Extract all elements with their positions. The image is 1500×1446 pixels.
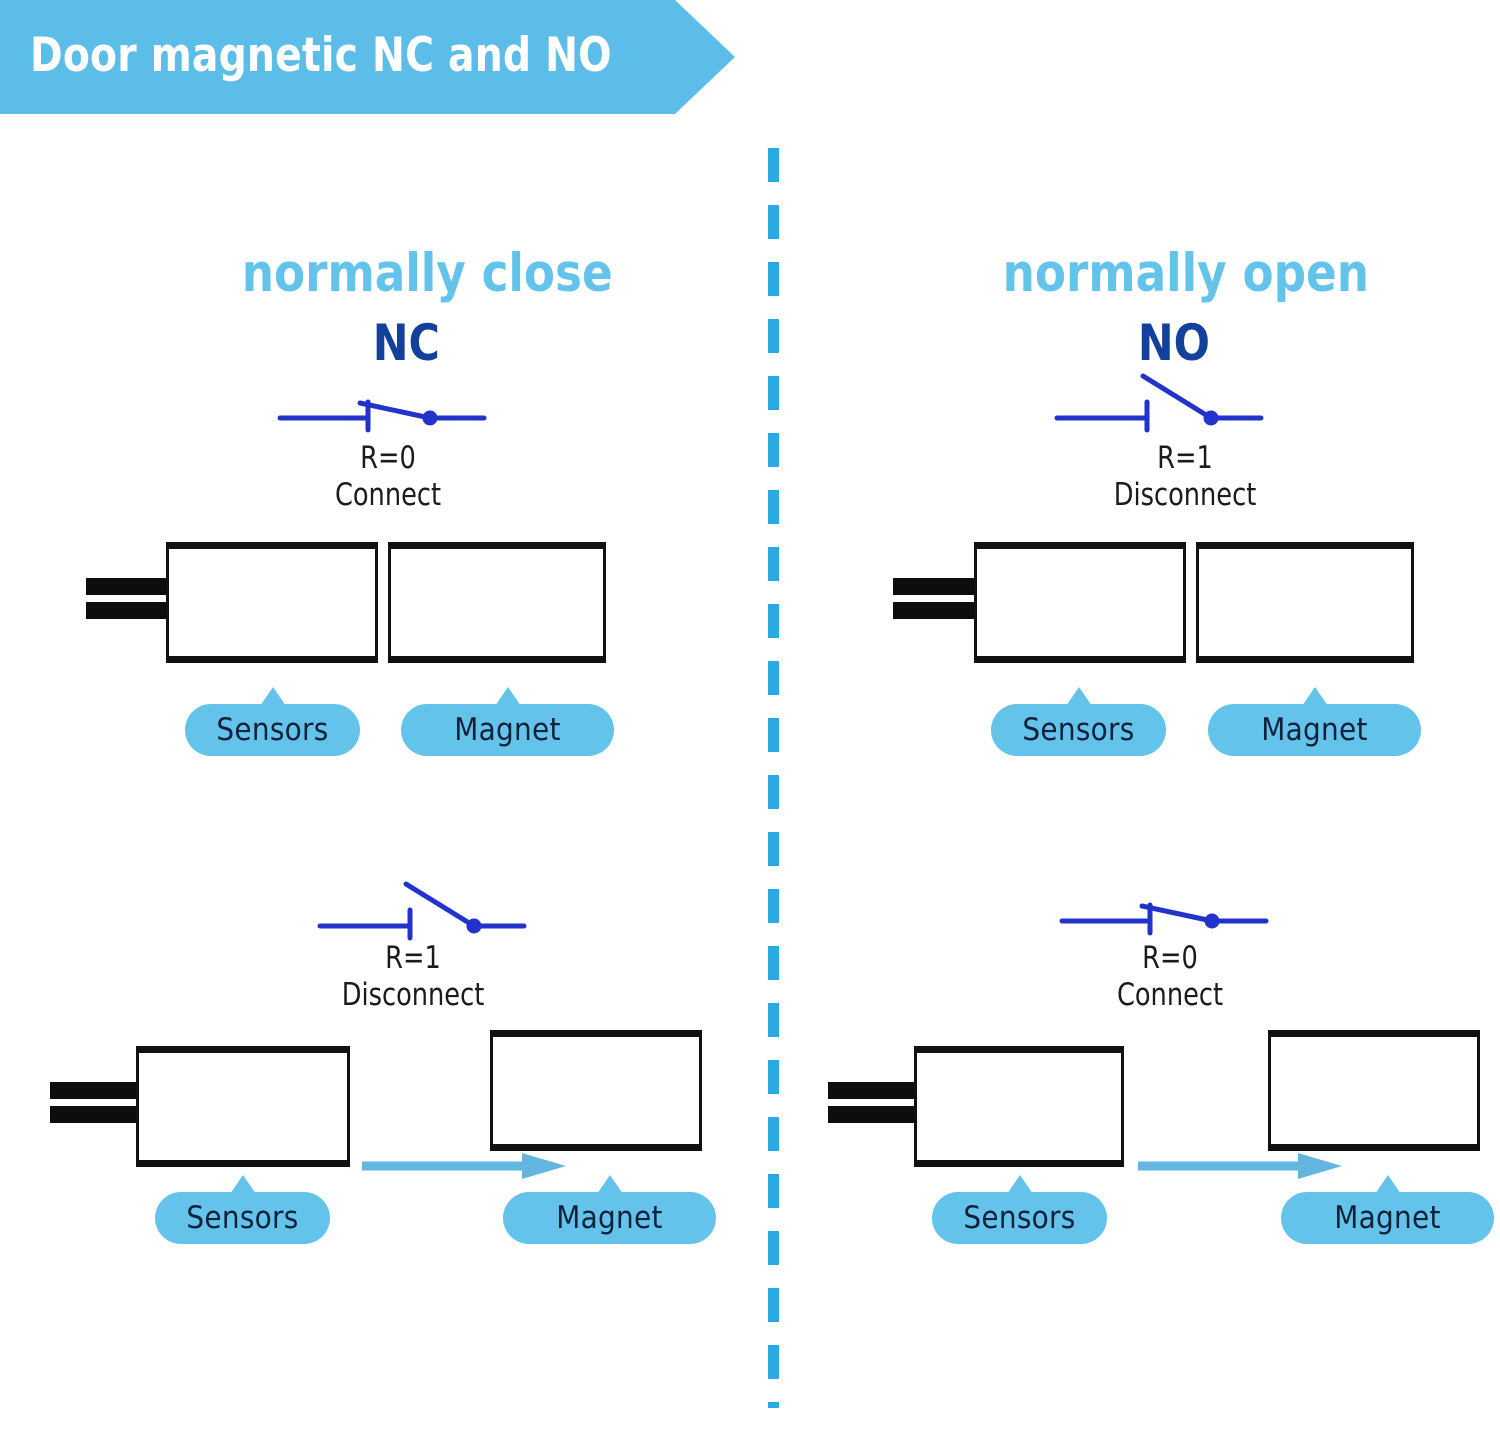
page-title: Door magnetic NC and NO <box>30 28 612 83</box>
label-pill-magnet-no-bottom: Magnet <box>1281 1175 1494 1244</box>
pill-label: Magnet <box>1334 1200 1441 1236</box>
magnet-box-nc-bottom <box>490 1030 702 1151</box>
label-pill-magnet-nc-bottom: Magnet <box>503 1175 716 1244</box>
pill-label: Magnet <box>1261 712 1368 748</box>
resistance-value: R=1 <box>1157 440 1213 476</box>
sensor-box-no-top <box>974 542 1186 663</box>
pill-tail-icon <box>1065 687 1092 706</box>
label-pill-sensors-nc-top: Sensors <box>185 687 360 756</box>
left-panel-code: NC <box>372 314 440 372</box>
pill-tail-icon <box>596 1175 623 1194</box>
pill-label: Sensors <box>963 1200 1076 1236</box>
connection-status: Connect <box>334 477 442 513</box>
pill-tail-icon <box>229 1175 256 1194</box>
pill-label: Sensors <box>186 1200 299 1236</box>
magnet-box-no-top <box>1196 542 1414 663</box>
switch-status-no-top: R=1 Disconnect <box>1093 440 1277 514</box>
pill-label: Sensors <box>1022 712 1135 748</box>
sensor-wire-top <box>893 578 979 595</box>
pill-tail-icon <box>494 687 521 706</box>
connection-status: Disconnect <box>1113 477 1257 513</box>
connection-status: Connect <box>1116 977 1224 1013</box>
switch-status-no-bottom: R=0 Connect <box>1078 940 1262 1014</box>
right-panel-subtitle: normally open <box>1002 243 1369 304</box>
movement-arrow-no <box>1138 1152 1342 1180</box>
label-pill-sensors-nc-bottom: Sensors <box>155 1175 330 1244</box>
label-pill-magnet-nc-top: Magnet <box>401 687 614 756</box>
sensor-wire-top <box>86 578 172 595</box>
sensor-wire-bottom <box>893 602 979 619</box>
label-pill-sensors-no-bottom: Sensors <box>932 1175 1107 1244</box>
resistance-value: R=0 <box>360 440 416 476</box>
pill-tail-icon <box>1374 1175 1401 1194</box>
magnet-box-no-bottom <box>1268 1030 1480 1151</box>
connection-status: Disconnect <box>341 977 485 1013</box>
switch-symbol-open-no-top <box>1054 368 1264 433</box>
magnet-box-nc-top <box>388 542 606 663</box>
header-banner: Door magnetic NC and NO <box>0 0 760 114</box>
sensor-wire-bottom <box>828 1106 914 1123</box>
sensor-box-nc-top <box>166 542 378 663</box>
right-panel-code: NO <box>1137 314 1210 372</box>
sensor-box-nc-bottom <box>136 1046 350 1167</box>
switch-symbol-closed-nc-top <box>277 390 487 433</box>
sensor-wire-bottom <box>50 1106 136 1123</box>
pill-label: Magnet <box>454 712 561 748</box>
pill-label: Magnet <box>556 1200 663 1236</box>
switch-status-nc-top: R=0 Connect <box>296 440 480 514</box>
switch-symbol-closed-no-bottom <box>1059 893 1269 936</box>
movement-arrow-nc <box>362 1152 566 1180</box>
panel-divider <box>768 148 779 1408</box>
label-pill-sensors-no-top: Sensors <box>991 687 1166 756</box>
switch-status-nc-bottom: R=1 Disconnect <box>321 940 505 1014</box>
banner-arrow-shape <box>0 0 735 114</box>
resistance-value: R=1 <box>385 940 441 976</box>
resistance-value: R=0 <box>1142 940 1198 976</box>
pill-tail-icon <box>1006 1175 1033 1194</box>
switch-symbol-open-nc-bottom <box>317 876 527 941</box>
left-panel-subtitle: normally close <box>241 243 613 304</box>
pill-label: Sensors <box>216 712 329 748</box>
sensor-box-no-bottom <box>914 1046 1124 1167</box>
sensor-wire-top <box>50 1082 136 1099</box>
sensor-wire-bottom <box>86 602 172 619</box>
sensor-wire-top <box>828 1082 914 1099</box>
pill-tail-icon <box>259 687 286 706</box>
label-pill-magnet-no-top: Magnet <box>1208 687 1421 756</box>
pill-tail-icon <box>1301 687 1328 706</box>
